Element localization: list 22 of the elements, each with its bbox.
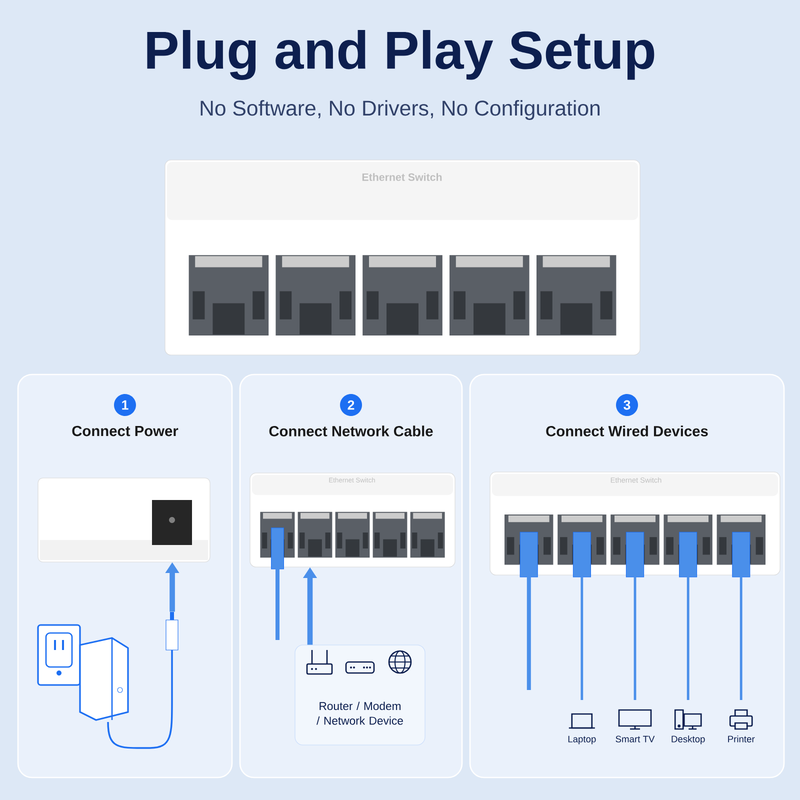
cable: [686, 575, 690, 700]
step-heading: Connect Power: [72, 426, 178, 436]
step-number-badge: 1: [114, 394, 136, 416]
switch-drawing: [38, 478, 210, 562]
step-heading: Connect Network Cable: [269, 426, 433, 436]
device-label: Laptop: [568, 736, 596, 744]
step-number-badge: 2: [340, 394, 362, 416]
device-label: Printer: [728, 736, 755, 742]
device-label: Smart TV: [616, 736, 655, 742]
cable: [526, 575, 531, 690]
cable: [740, 575, 742, 700]
device-label: Desktop: [672, 736, 705, 744]
switch-drawing: [250, 472, 456, 570]
switch-drawing: [490, 472, 780, 578]
power-adapter-drawing: [37, 612, 178, 749]
cable: [580, 575, 584, 700]
cable: [634, 575, 636, 700]
device-box: Router / Modem / Network Device: [294, 644, 426, 746]
page-title: Plug and Play Setup: [147, 30, 654, 80]
step-number-badge: 3: [616, 394, 638, 416]
step-heading: Connect Wired Devices: [546, 426, 708, 436]
subtitle: No Software, No Drivers, No Configuration: [200, 100, 600, 120]
